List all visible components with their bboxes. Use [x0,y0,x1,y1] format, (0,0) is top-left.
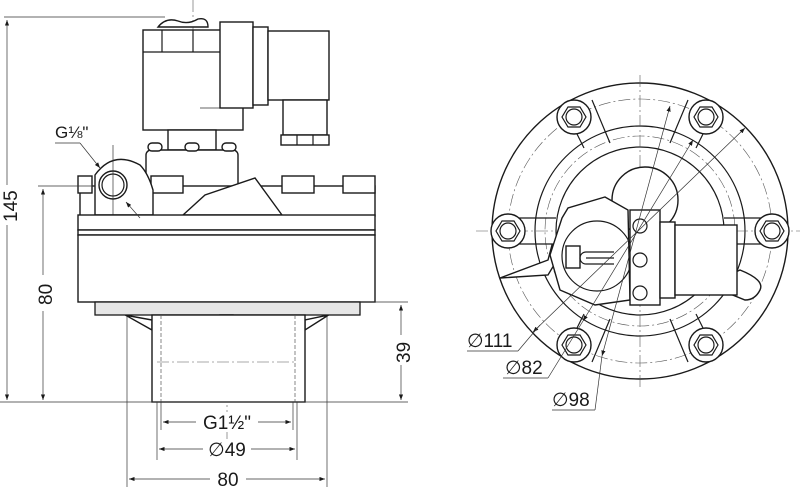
dimensions-top [467,105,746,411]
cable-gland-nut [280,134,330,146]
coil-housing [219,21,254,109]
dim-outlet-height: 39 [394,342,415,363]
side-view: 145 80 39 G⅛" G1½" ∅49 80 [0,0,415,487]
dim-overall-height: 145 [1,190,22,222]
coil-cap [156,17,209,28]
dim-bolt-circle-diameter: ∅98 [552,390,590,411]
outlet-diameter-label: ∅49 [208,440,246,461]
pilot-port-label: G⅛" [55,123,88,142]
top-view: ∅111 ∅82 ∅98 [467,75,800,411]
dim-outer-diameter: ∅111 [467,331,512,352]
outlet-ring [94,301,361,316]
outlet-thread-label: G1½" [203,413,251,434]
outlet-width-label: 80 [217,470,238,487]
top-bolts [490,99,790,363]
coil-connector-top [674,224,738,296]
connector-plug [267,30,330,101]
outlet-pipe [151,314,306,403]
dim-inner-diameter: ∅82 [505,358,543,379]
valve-body [77,234,376,303]
dim-body-height: 80 [36,284,57,305]
bolts [77,175,376,194]
